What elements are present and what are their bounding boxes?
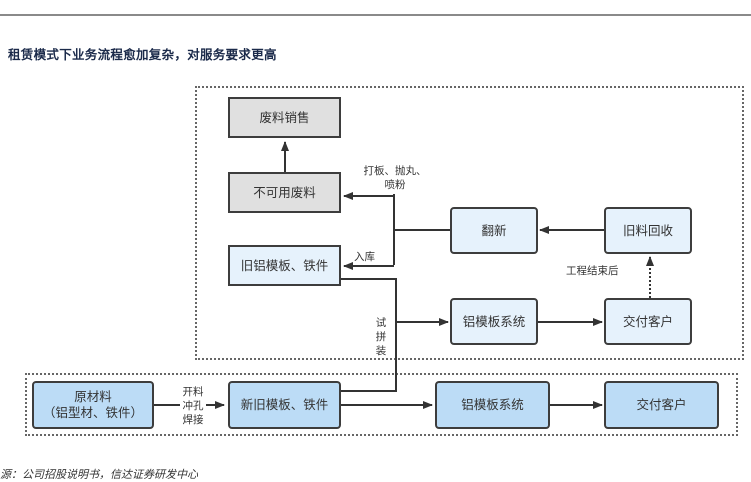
- node-old-formwork: 旧铝模板、铁件: [228, 245, 341, 286]
- node-old-recycle: 旧料回收: [604, 207, 692, 254]
- edge-old-formwork-to-trial: [341, 278, 397, 392]
- lower-group-production: [25, 373, 738, 436]
- label-process-2: 冲孔: [182, 400, 204, 412]
- node-raw-material: 原材料 （铝型材、铁件）: [32, 381, 154, 429]
- label-trial-1: 试: [375, 317, 387, 329]
- source-note: 源：公司招股说明书，信达证券研发中心: [0, 468, 198, 481]
- label-trial-3: 装: [375, 345, 387, 357]
- raw-material-sublabel: （铝型材、铁件）: [42, 405, 143, 420]
- node-deliver-lower: 交付客户: [604, 381, 719, 429]
- label-storage: 入库: [354, 251, 375, 263]
- label-trial-assembly: 试 拼 装: [374, 316, 388, 358]
- node-deliver-upper: 交付客户: [604, 298, 692, 345]
- node-system-upper: 铝模板系统: [450, 298, 538, 345]
- node-scrap-sale: 废料销售: [228, 97, 341, 138]
- node-refurbish: 翻新: [450, 207, 538, 254]
- node-unusable-scrap: 不可用废料: [228, 172, 341, 213]
- node-system-lower: 铝模板系统: [435, 381, 550, 429]
- upper-group-recycling: [195, 86, 744, 360]
- label-polish: 打板、抛丸、 喷粉: [355, 164, 435, 192]
- label-polish-line2: 喷粉: [384, 179, 406, 191]
- label-processing: 开料 冲孔 焊接: [180, 385, 206, 427]
- top-rule: [0, 14, 751, 16]
- node-new-old-formwork: 新旧模板、铁件: [228, 381, 341, 429]
- label-process-1: 开料: [182, 386, 204, 398]
- raw-material-label: 原材料: [74, 389, 112, 404]
- label-trial-2: 拼: [375, 331, 387, 343]
- label-process-3: 焊接: [182, 414, 204, 426]
- label-after-project: 工程结束后: [566, 265, 619, 277]
- label-polish-line1: 打板、抛丸、: [363, 165, 427, 177]
- figure-title: 租赁模式下业务流程愈加复杂，对服务要求更高: [8, 47, 277, 62]
- edge-refurbish-to-unusable: [343, 192, 395, 200]
